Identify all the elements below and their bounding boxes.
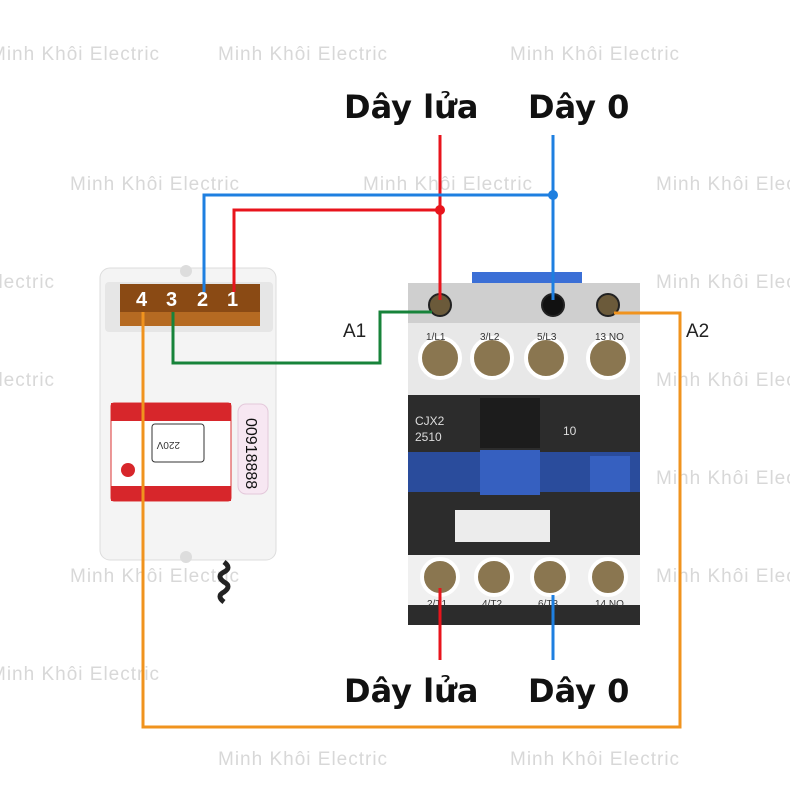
watermark: Minh Khôi Electric xyxy=(70,566,240,587)
label-top-live: Dây lửa xyxy=(344,88,479,126)
watermark: Minh Khôi Electric xyxy=(0,44,160,65)
watermark: Minh Khôi Electric xyxy=(656,370,790,391)
watermark: Minh Khôi Electric xyxy=(656,272,790,293)
label-a2: A2 xyxy=(686,321,709,342)
terminal-2: 2 xyxy=(197,289,208,311)
receiver-terminals: 4 3 2 1 xyxy=(136,289,238,311)
terminal-label: 6/T3 xyxy=(538,599,558,610)
terminal-label: 13 NO xyxy=(595,332,624,343)
watermark: Minh Khôi Electric xyxy=(656,566,790,587)
terminal-label: 5/L3 xyxy=(537,332,557,343)
watermark: Minh Khôi Electric xyxy=(656,174,790,195)
contactor-aux: 10 xyxy=(563,424,577,438)
junction-dot xyxy=(548,190,558,200)
coil-a2-wire xyxy=(141,311,682,729)
contactor: 1/L1 3/L2 5/L3 13 NO 2/T1 4/T2 6/T3 14 N… xyxy=(408,272,640,625)
receiver-voltage: 220V xyxy=(156,439,180,450)
label-a1: A1 xyxy=(343,321,366,342)
watermark: Minh Khôi Electric xyxy=(656,468,790,489)
label-bottom-neutral: Dây 0 xyxy=(528,672,629,710)
label-bottom-live: Dây lửa xyxy=(344,672,479,710)
label-top-neutral: Dây 0 xyxy=(528,88,629,126)
receiver-serial: 00918888 xyxy=(242,418,259,489)
terminal-1: 1 xyxy=(227,289,238,311)
contactor-rating: 2510 xyxy=(415,430,442,444)
terminal-label: 1/L1 xyxy=(426,332,446,343)
terminal-label: 14 NO xyxy=(595,599,624,610)
contactor-model: CJX2 xyxy=(415,414,445,428)
terminal-label: 3/L2 xyxy=(480,332,500,343)
antenna-coil xyxy=(217,560,231,604)
watermark: Minh Khôi Electric xyxy=(70,174,240,195)
terminal-4: 4 xyxy=(136,289,148,311)
watermark: Minh Khôi Electric xyxy=(363,174,533,195)
watermark: Minh Khôi Electric xyxy=(0,664,160,685)
watermark: Minh Khôi Electric xyxy=(510,749,680,770)
junction-dot xyxy=(435,205,445,215)
watermark: Minh Khôi Electric xyxy=(218,749,388,770)
live-wire xyxy=(232,135,442,300)
neutral-wire xyxy=(202,135,555,300)
wires xyxy=(141,135,682,729)
terminal-3: 3 xyxy=(166,289,177,311)
terminal-label: 2/T1 xyxy=(427,599,447,610)
watermarks: Minh Khôi Electric Minh Khôi Electric Mi… xyxy=(0,44,790,770)
watermark: Minh Khôi Electric xyxy=(0,272,55,293)
watermark: Minh Khôi Electric xyxy=(218,44,388,65)
watermark: Minh Khôi Electric xyxy=(0,370,55,391)
watermark: Minh Khôi Electric xyxy=(510,44,680,65)
terminal-label: 4/T2 xyxy=(482,599,502,610)
remote-receiver: 220V 00918888 xyxy=(99,265,277,604)
coil-a1-wire xyxy=(171,310,432,365)
